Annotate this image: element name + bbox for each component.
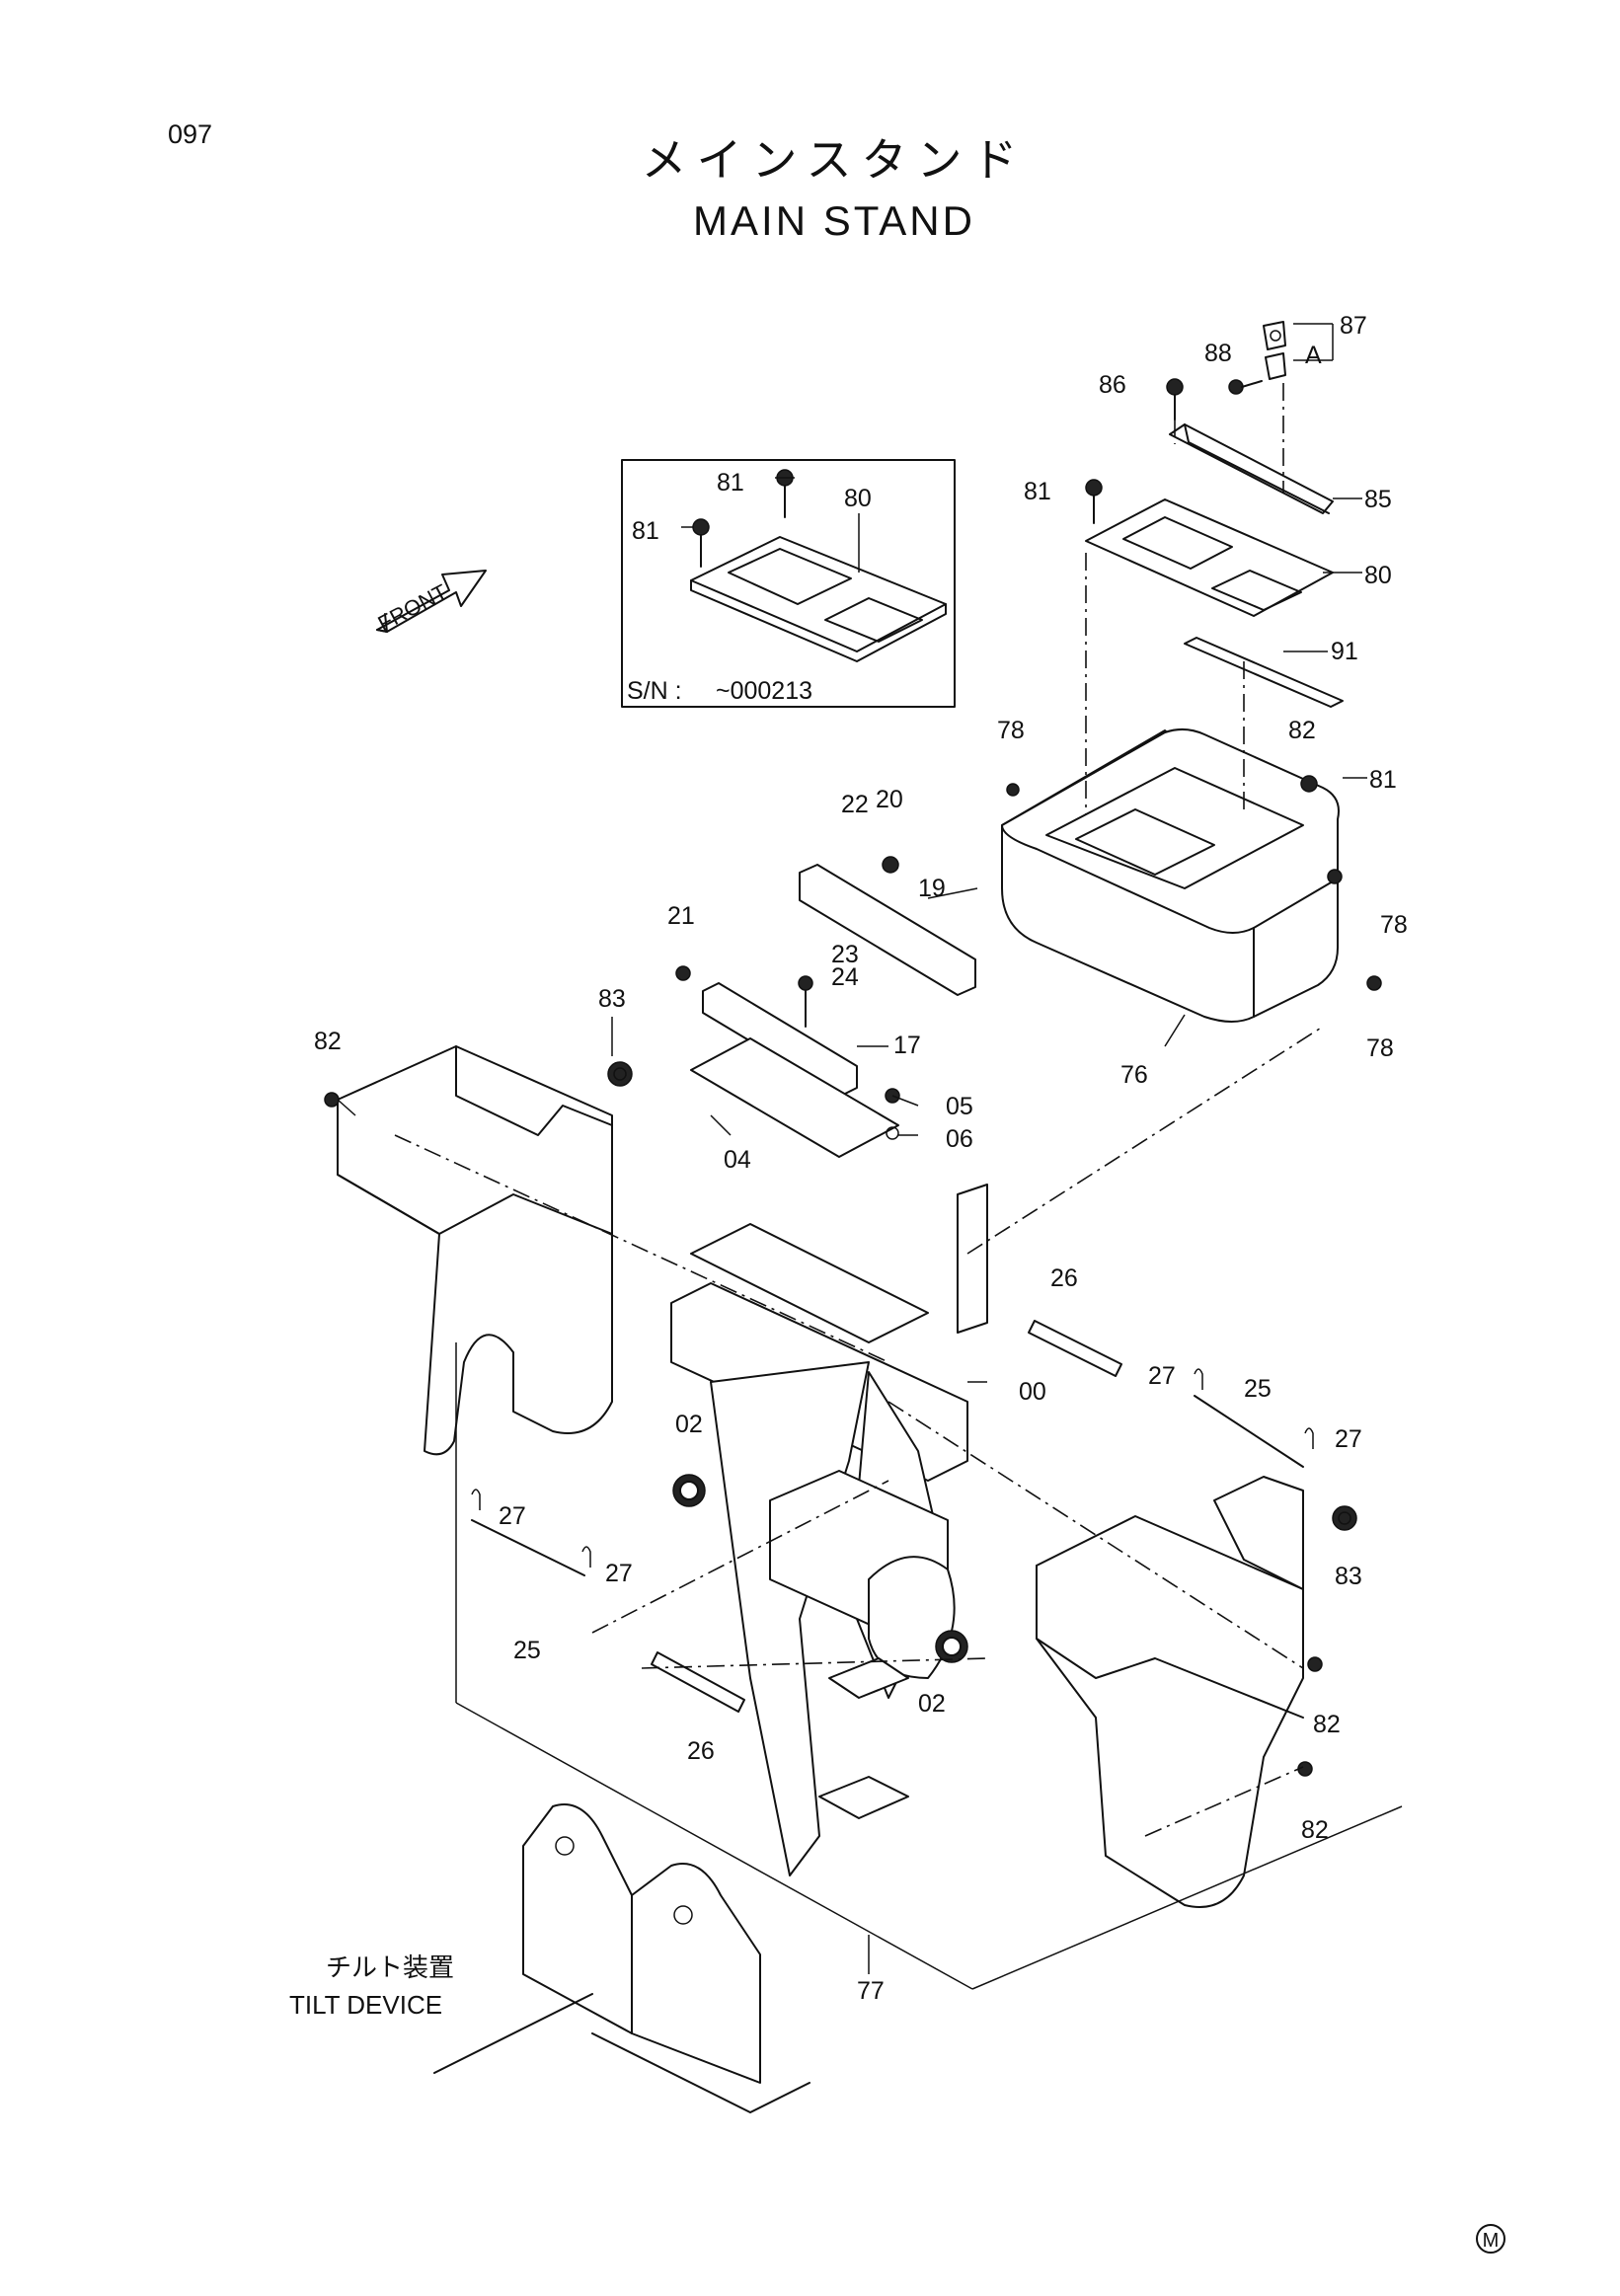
- callout-27-upper: 27: [1148, 1362, 1176, 1390]
- inset-serial-prefix: S/N :: [627, 677, 682, 705]
- callout-00: 00: [1019, 1378, 1046, 1406]
- circle-m-label: M: [1483, 2230, 1500, 2252]
- callout-80-inset: 80: [844, 485, 872, 512]
- callout-76: 76: [1120, 1061, 1148, 1089]
- reference-lines: [337, 323, 1403, 1990]
- inset-serial-value: ~000213: [716, 677, 812, 705]
- callout-22: 22: [841, 791, 869, 818]
- callout-24: 24: [831, 963, 859, 991]
- callout-83-right: 83: [1335, 1563, 1362, 1590]
- callout-78-bottom: 78: [1366, 1034, 1394, 1062]
- tilt-device: [433, 1803, 810, 2113]
- callout-91: 91: [1331, 638, 1358, 665]
- callout-21: 21: [667, 902, 695, 930]
- callout-02-left: 02: [675, 1411, 703, 1438]
- cover-assembly: [1001, 321, 1382, 1023]
- callout-19: 19: [918, 875, 946, 902]
- detail-ref-label: A: [1305, 342, 1322, 369]
- callout-26-upper: 26: [1050, 1264, 1078, 1292]
- main-stand-frame: [670, 1184, 988, 1876]
- callout-26-lower: 26: [687, 1737, 715, 1765]
- left-guard: [324, 1045, 633, 1456]
- callout-17: 17: [893, 1032, 921, 1059]
- callout-81-inset-left: 81: [632, 517, 659, 545]
- title-english: MAIN STAND: [693, 197, 975, 244]
- right-guard: [1036, 1476, 1357, 1908]
- front-label: FRONT: [374, 579, 452, 637]
- callout-78-top-left: 78: [997, 717, 1025, 744]
- callout-80-gasket: 80: [1364, 562, 1392, 589]
- callout-77: 77: [857, 1977, 885, 2005]
- callout-82-right-upper: 82: [1313, 1711, 1341, 1738]
- callout-23: 23: [831, 941, 859, 968]
- callout-25-lower: 25: [513, 1637, 541, 1664]
- tilt-label-english: TILT DEVICE: [289, 1990, 442, 2020]
- callout-20: 20: [876, 786, 903, 813]
- callout-05: 05: [946, 1093, 973, 1120]
- front-arrow-icon: FRONT: [374, 570, 487, 637]
- callout-27-left-upper: 27: [499, 1502, 526, 1530]
- callout-06: 06: [946, 1125, 973, 1153]
- center-plates: [675, 856, 976, 1158]
- callout-78-right: 78: [1380, 911, 1408, 939]
- callout-27-left-lower: 27: [605, 1560, 633, 1587]
- callout-82-right-lower: 82: [1301, 1816, 1329, 1844]
- callout-02-right: 02: [918, 1690, 946, 1718]
- callout-83-left: 83: [598, 985, 626, 1013]
- callout-86: 86: [1099, 371, 1126, 399]
- callout-25-upper: 25: [1244, 1375, 1272, 1403]
- callout-85: 85: [1364, 486, 1392, 513]
- callout-87: 87: [1340, 312, 1367, 340]
- callout-82-left: 82: [314, 1028, 342, 1055]
- inset-panel: S/N : ~000213: [621, 459, 956, 708]
- page-number: 097: [168, 119, 212, 149]
- callout-82-cover: 82: [1288, 717, 1316, 744]
- callout-81-inset-top: 81: [717, 469, 744, 497]
- tilt-label-japanese: チルト装置: [326, 1952, 454, 1982]
- callout-81-gasket: 81: [1024, 478, 1051, 505]
- callout-81-cover: 81: [1369, 766, 1397, 794]
- callout-27-right: 27: [1335, 1425, 1362, 1453]
- callout-labels: 87 88 86 85 81 80 91 81 81 80 78 82 81 7…: [314, 312, 1408, 2005]
- callout-04: 04: [724, 1146, 751, 1174]
- circle-m-icon: M: [1476, 2224, 1505, 2254]
- callout-88: 88: [1204, 340, 1232, 367]
- title-japanese: メインスタンド: [641, 134, 1027, 186]
